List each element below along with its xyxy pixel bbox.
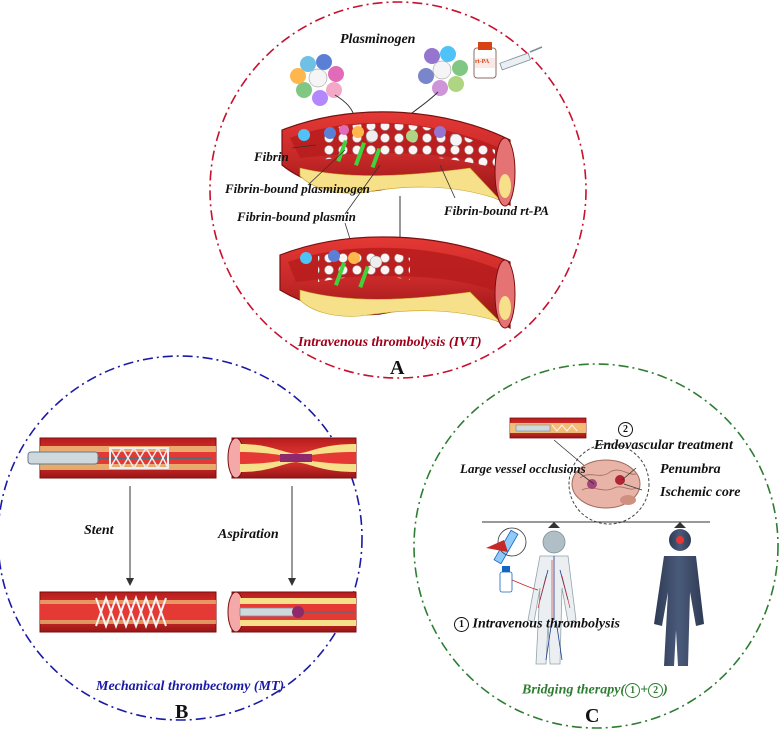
aspiration-tube-bottom (227, 591, 357, 633)
label-fibrin-bound-rtpa: Fibrin-bound rt-PA (444, 203, 549, 218)
vial-label-rtpa: rt-PA (475, 59, 490, 65)
label-large-vessel-occlusions: Large vessel occlusions (460, 461, 586, 476)
upper-vessel (281, 111, 516, 207)
label-stent: Stent (84, 523, 114, 538)
panel-a (209, 1, 587, 379)
panel-c-border (413, 363, 779, 729)
label-fibrin: Fibrin (254, 149, 289, 164)
human-silhouette (654, 529, 704, 666)
aspiration-tube-top (227, 437, 357, 479)
label-aspiration: Aspiration (218, 527, 279, 542)
brain-illustration (568, 443, 650, 525)
label-endovascular-treatment: Endovascular treatment (594, 438, 733, 453)
step-2-number: 2 (618, 421, 633, 437)
caption-ivt: Intravenous thrombolysis (IVT) (298, 335, 482, 350)
label-fibrin-bound-plasminogen: Fibrin-bound plasminogen (225, 181, 370, 196)
caption-mt: Mechanical thrombectomy (MT) (96, 679, 285, 694)
stent-tube-bottom (39, 591, 217, 633)
panel-a-border (209, 1, 587, 379)
panel-b-border (0, 355, 363, 721)
human-vessel-figure (527, 530, 577, 665)
plasminogen-cluster-left (290, 54, 344, 106)
lower-vessel (279, 236, 516, 330)
panel-letter-a: A (390, 357, 405, 379)
panel-letter-b: B (175, 701, 189, 723)
label-intravenous-thrombolysis: 1 Intravenous thrombolysis (454, 617, 620, 632)
panel-b (0, 355, 363, 721)
rtpa-vial (473, 42, 497, 79)
syringe (499, 46, 543, 71)
label-ischemic-core: Ischemic core (660, 485, 741, 500)
plasminogen-cluster-right (418, 46, 468, 96)
caption-bridging: Bridging therapy(1+2) (522, 682, 668, 698)
endovascular-tube (509, 417, 607, 485)
panel-c (413, 363, 779, 729)
label-penumbra: Penumbra (660, 462, 721, 477)
label-plasminogen: Plasminogen (340, 32, 416, 47)
stent-tube-top (27, 437, 217, 479)
label-fibrin-bound-plasmin: Fibrin-bound plasmin (237, 209, 356, 224)
ivt-syringe (486, 527, 527, 565)
ivt-vial (499, 566, 539, 593)
panel-letter-c: C (585, 705, 600, 727)
